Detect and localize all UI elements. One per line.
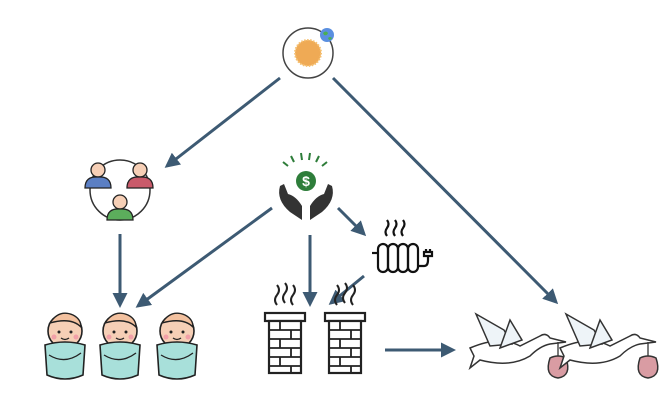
arrow-sun-to-people [164, 76, 281, 168]
chimney-icon [263, 281, 367, 375]
arrow-sun-to-storks [331, 76, 559, 305]
chimney-2 [323, 281, 367, 375]
arrow-money-to-babies [135, 206, 273, 308]
sun-earth-icon [282, 27, 334, 79]
baby-3 [156, 312, 198, 380]
svg-text:$: $ [302, 173, 310, 189]
arrow-money-to-radiator [336, 206, 367, 237]
stork-1 [469, 313, 569, 379]
money-hands-icon: $ [279, 152, 333, 220]
chimney-1 [263, 281, 307, 375]
baby-2 [99, 312, 141, 380]
people-network-icon [84, 159, 154, 221]
baby-1 [44, 312, 86, 380]
stork-icon [469, 313, 659, 379]
babies-icon [44, 312, 198, 380]
stork-2 [559, 313, 659, 379]
arrows [112, 76, 559, 358]
electric-radiator-icon [372, 219, 434, 274]
